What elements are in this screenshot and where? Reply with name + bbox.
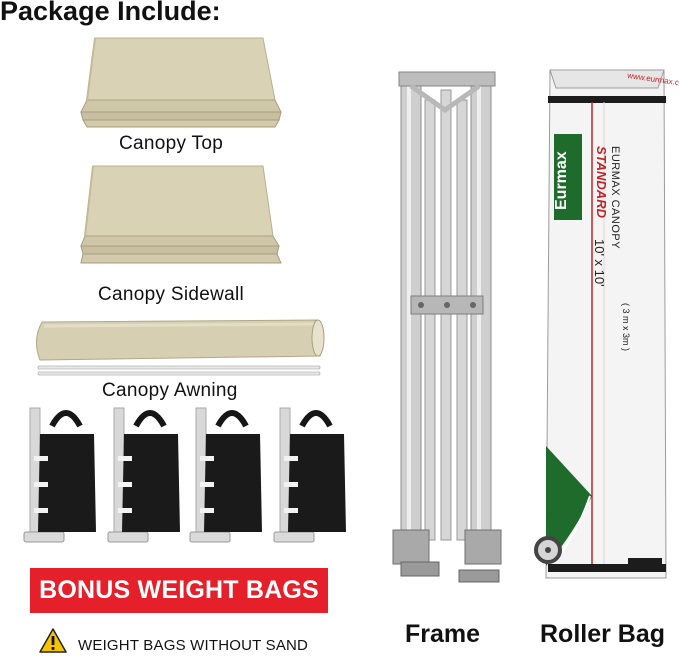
canopy-sidewall-label: Canopy Sidewall <box>98 284 245 305</box>
roller-bag-size: 10' x 10' <box>592 239 607 287</box>
roller-bag-model: STANDARD <box>594 146 609 218</box>
roller-bag-metric: ( 3 m x 3m ) <box>621 303 631 352</box>
roller-bag-image <box>534 69 667 579</box>
weight-bag-1 <box>23 407 96 543</box>
warning-text: WEIGHT BAGS WITHOUT SAND <box>78 637 309 654</box>
weight-bags-image <box>23 407 346 543</box>
roller-bag-label: Roller Bag <box>540 620 666 648</box>
weight-bag-2 <box>107 407 180 543</box>
frame-image <box>392 71 502 583</box>
canopy-awning-label: Canopy Awning <box>102 380 238 401</box>
canopy-top-image <box>80 37 282 128</box>
weight-bag-3 <box>189 407 262 543</box>
frame-label: Frame <box>405 620 481 648</box>
roller-bag-brand: Eurmax <box>553 151 570 210</box>
canopy-sidewall-image <box>80 165 282 264</box>
warning-icon <box>39 628 67 653</box>
page-title: Package Include: <box>0 0 221 26</box>
bonus-weight-bags-banner: BONUS WEIGHT BAGS <box>30 568 328 613</box>
canopy-awning-image <box>36 319 325 376</box>
roller-bag-product: EURMAX CANOPY <box>609 146 621 250</box>
weight-bag-4 <box>273 407 346 543</box>
canopy-top-label: Canopy Top <box>119 133 224 154</box>
